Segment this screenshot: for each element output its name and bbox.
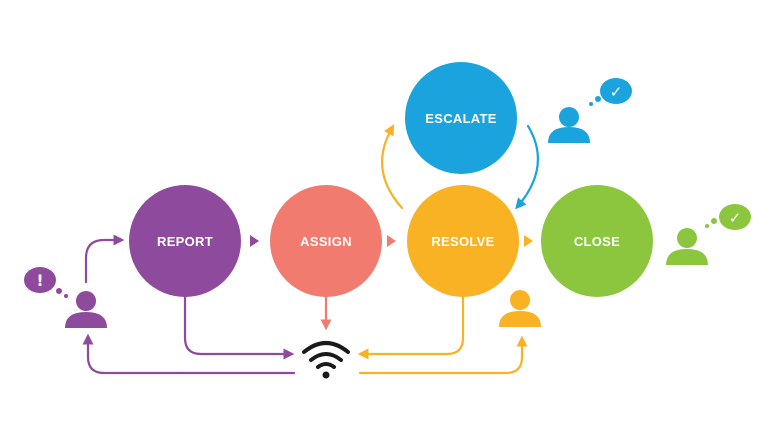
node-report-circle: [129, 185, 241, 297]
node-escalate: ESCALATE: [405, 62, 517, 174]
check-bubble-escalate: ✓: [589, 78, 632, 106]
node-report: REPORT: [129, 185, 241, 297]
wifi-icon: [302, 341, 350, 379]
check-glyph-escalate: ✓: [610, 83, 623, 101]
node-close-label: CLOSE: [574, 234, 620, 249]
user-icon: [499, 290, 541, 327]
chevron-report-assign: [250, 235, 259, 247]
connectors: [82, 124, 540, 375]
node-assign: ASSIGN: [270, 185, 382, 297]
user-icon: [65, 291, 107, 328]
flow-chevrons: [250, 235, 533, 247]
node-close: CLOSE: [541, 185, 653, 297]
chevron-assign-resolve: [387, 235, 396, 247]
node-report-label: REPORT: [157, 234, 213, 249]
check-bubble-close: ✓: [705, 204, 751, 230]
check-glyph-close: ✓: [729, 209, 742, 227]
node-escalate-label: ESCALATE: [425, 111, 497, 126]
arrow-resolve-to-hub: [357, 295, 465, 360]
node-assign-circle: [270, 185, 382, 297]
arrow-escalate-to-resolve: [515, 124, 540, 210]
node-close-circle: [541, 185, 653, 297]
node-escalate-circle: [405, 62, 517, 174]
arrow-report-to-hub: [183, 295, 295, 360]
node-assign-label: ASSIGN: [300, 234, 352, 249]
alert-bubble: !: [24, 267, 68, 298]
node-resolve-label: RESOLVE: [431, 234, 494, 249]
node-resolve-circle: [407, 185, 519, 297]
arrow-hub-to-resolver: [358, 335, 528, 375]
arrow-reporter-to-report: [84, 234, 125, 284]
arrow-resolve-to-escalate: [380, 124, 404, 210]
node-resolve: RESOLVE: [407, 185, 519, 297]
arrow-hub-to-reporter: [82, 333, 296, 375]
alert-glyph: !: [36, 271, 43, 290]
user-icon: [548, 107, 590, 143]
user-icon: [666, 228, 708, 265]
chevron-resolve-close: [524, 235, 533, 247]
